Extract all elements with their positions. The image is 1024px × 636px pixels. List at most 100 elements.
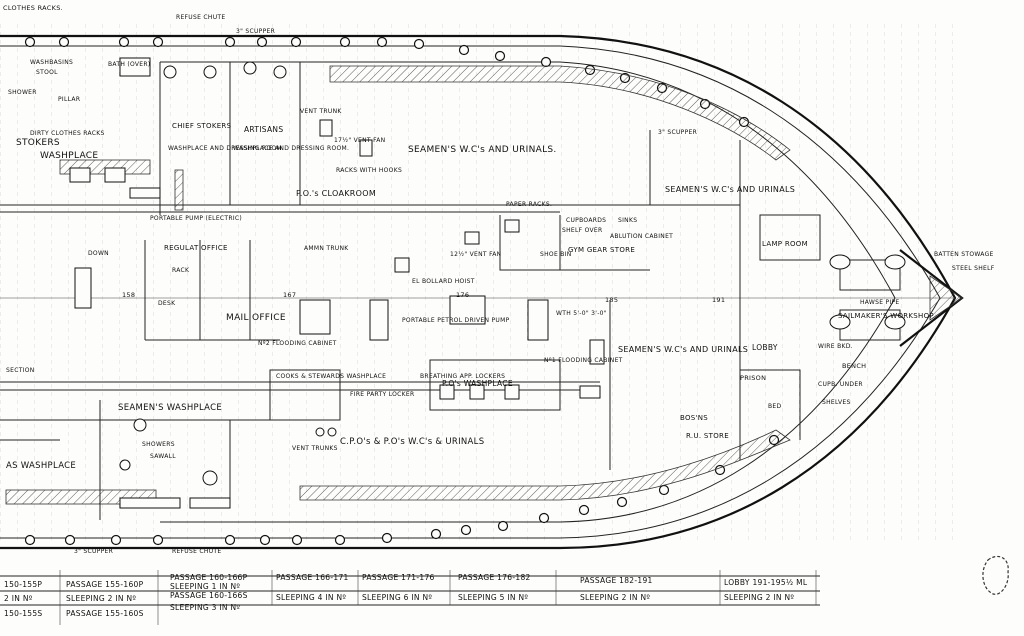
label-ru-store: R.U. STORE bbox=[686, 432, 729, 440]
footer-r2-c6: SLEEPING 5 IN Nº bbox=[458, 593, 528, 602]
label-paper-racks: PAPER RACKS. bbox=[506, 201, 552, 208]
label-washplace: WASHPLACE bbox=[40, 151, 98, 161]
footer-r1-c5: PASSAGE 171-176 bbox=[362, 573, 435, 582]
label-vent-trunks: VENT TRUNKS bbox=[292, 445, 338, 452]
label-seamens-wcs-lower: SEAMEN'S W.C's AND URINALS bbox=[618, 345, 748, 354]
footer-r2-c7: SLEEPING 2 IN Nº bbox=[580, 593, 650, 602]
footer-r2-c5: SLEEPING 6 IN Nº bbox=[362, 593, 432, 602]
label-dirty-clothes-racks: DIRTY CLOTHES RACKS bbox=[30, 130, 105, 137]
footer-r3-c3: PASSAGE 160-166S bbox=[170, 591, 248, 600]
label-cupboards: CUPBOARDS bbox=[566, 217, 606, 224]
label-down: DOWN bbox=[88, 250, 109, 257]
label-as-washplace: AS WASHPLACE bbox=[6, 461, 76, 471]
label-gym-gear-store: GYM GEAR STORE bbox=[568, 246, 635, 254]
label-frame-191: 191 bbox=[712, 296, 725, 304]
label-nt2-flooding-cabinet: Nº2 FLOODING CABINET bbox=[258, 340, 337, 347]
label-seamens-washplace: SEAMEN'S WASHPLACE bbox=[118, 403, 222, 413]
label-ablution-cabinet: ABLUTION CABINET bbox=[610, 233, 673, 240]
label-stool: STOOL bbox=[36, 69, 58, 76]
label-seamens-wcs-urinals: SEAMEN'S W.C's AND URINALS. bbox=[408, 145, 557, 155]
label-pos-cloakroom: P.O.'s CLOAKROOM bbox=[296, 189, 376, 198]
label-artisans-washplace: WASHPLACE AND DRESSING ROOM. bbox=[233, 145, 349, 152]
footer-r1-c3: PASSAGE 160-166P bbox=[170, 573, 248, 582]
label-desk: DESK bbox=[158, 300, 176, 307]
label-portable-pump: PORTABLE PUMP (ELECTRIC) bbox=[150, 215, 242, 222]
footer-r2-c4: SLEEPING 4 IN Nº bbox=[276, 593, 346, 602]
footer-r1-c6: PASSAGE 176-182 bbox=[458, 573, 531, 582]
footer-r3-c1: 150-155S bbox=[4, 609, 43, 618]
footer-r1-c8: LOBBY 191-195½ ML bbox=[724, 578, 808, 587]
label-pillar: PILLAR bbox=[58, 96, 80, 103]
label-steel-shelf: STEEL SHELF bbox=[952, 265, 995, 272]
label-pos-washplace: P.O's WASHPLACE bbox=[442, 379, 513, 388]
label-bench: BENCH bbox=[842, 362, 866, 370]
frame-grid bbox=[0, 20, 960, 540]
label-scupper-top: 3" SCUPPER bbox=[236, 28, 275, 35]
footer-r1-c2: PASSAGE 155-160P bbox=[66, 580, 144, 589]
label-racks-with-hooks: RACKS WITH HOOKS bbox=[336, 167, 402, 174]
label-cpos-pos-wcs: C.P.O's & P.O's W.C's & URINALS bbox=[340, 437, 484, 447]
label-clothes-racks: CLOTHES RACKS. bbox=[3, 4, 63, 12]
label-vent-fan: 17½" VENT FAN bbox=[334, 137, 385, 144]
footer-r3-c2: PASSAGE 155-160S bbox=[66, 609, 144, 618]
label-sailmakers-workshop: SAILMAKER'S WORKSHOP bbox=[838, 312, 934, 320]
label-lamp-room: LAMP ROOM bbox=[762, 240, 808, 248]
label-regulating-office: REGULAT OFFICE bbox=[164, 244, 228, 252]
footer-r2-c3: SLEEPING 1 IN Nº bbox=[170, 582, 240, 591]
label-chief-stokers: CHIEF STOKERS bbox=[172, 122, 232, 130]
footer-r1-c4: PASSAGE 166-171 bbox=[276, 573, 349, 582]
footer-r3-c4: SLEEPING 3 IN Nº bbox=[170, 603, 240, 612]
label-batten-stowage: BATTEN STOWAGE bbox=[934, 251, 994, 258]
label-sinks: SINKS bbox=[618, 217, 637, 224]
label-bosns: BOS'NS bbox=[680, 414, 708, 422]
bulkheads bbox=[0, 62, 901, 520]
label-ammn-trunk: AMMN TRUNK bbox=[304, 245, 349, 252]
label-cooks-stewards-washplace: COOKS & STEWARDS WASHPLACE bbox=[276, 373, 386, 380]
hull-outline bbox=[0, 34, 964, 550]
ink-blot bbox=[982, 555, 1009, 595]
label-fire-party-locker: FIRE PARTY LOCKER bbox=[350, 391, 414, 398]
label-bed: BED bbox=[768, 403, 782, 410]
label-shoe-bin: SHOE BIN bbox=[540, 251, 572, 258]
room-labels: CLOTHES RACKS. REFUSE CHUTE 3" SCUPPER W… bbox=[3, 4, 995, 555]
label-section: SECTION bbox=[6, 367, 35, 374]
label-portable-petrol-pump: PORTABLE PETROL DRIVEN PUMP bbox=[402, 317, 510, 324]
footer-r2-c8: SLEEPING 2 IN Nº bbox=[724, 593, 794, 602]
label-nt1-flooding-cabinet: Nº1 FLOODING CABINET bbox=[544, 357, 623, 364]
label-lobby: LOBBY bbox=[752, 343, 778, 352]
label-washbasins: WASHBASINS bbox=[30, 59, 73, 66]
label-shelves: SHELVES bbox=[822, 399, 851, 406]
label-frame-176: 176 bbox=[456, 291, 469, 299]
label-scupper-bottom: 3" SCUPPER bbox=[74, 548, 113, 555]
label-vent-trunk: VENT TRUNK bbox=[300, 108, 342, 115]
label-elbollard-hoist: EL BOLLARD HOIST bbox=[412, 278, 475, 285]
label-breathing-app-lockers: BREATHING APP. LOCKERS bbox=[420, 373, 505, 380]
passage-table: 150-155P PASSAGE 155-160P PASSAGE 160-16… bbox=[0, 570, 820, 625]
label-showers: SHOWERS bbox=[142, 441, 175, 448]
label-refuse-chute-top: REFUSE CHUTE bbox=[176, 14, 225, 21]
footer-r1-c7: PASSAGE 182-191 bbox=[580, 576, 653, 585]
label-scupper-fwd: 3" SCUPPER bbox=[658, 129, 697, 136]
footer-r1-c1: 150-155P bbox=[4, 580, 42, 589]
label-wth-door: WTH 5'-0" 3'-0" bbox=[556, 310, 607, 317]
label-prison: PRISON bbox=[740, 374, 766, 382]
label-rack: RACK bbox=[172, 267, 190, 274]
label-cupboard-under: CUPB. UNDER bbox=[818, 381, 863, 388]
label-stokers: STOKERS bbox=[16, 138, 60, 148]
label-frame-158: 158 bbox=[122, 291, 135, 299]
footer-r2-c1: 2 IN Nº bbox=[4, 594, 33, 603]
label-frame-185: 185 bbox=[605, 296, 618, 304]
label-bath-over: BATH (OVER) bbox=[108, 61, 151, 68]
footer-r2-c2: SLEEPING 2 IN Nº bbox=[66, 594, 136, 603]
label-hawse-pipe: HAWSE PIPE bbox=[860, 299, 900, 306]
label-mail-office: MAIL OFFICE bbox=[226, 313, 286, 323]
label-shower: SHOWER bbox=[8, 89, 37, 96]
label-stokers-washplace-dressing: WASHPLACE AND DRESSING ROOM bbox=[168, 145, 282, 152]
label-artisans: ARTISANS bbox=[244, 125, 283, 134]
label-shelf-over: SHELF OVER bbox=[562, 227, 603, 234]
label-frame-167: 167 bbox=[283, 291, 296, 299]
label-sawall: SAWALL bbox=[150, 453, 176, 460]
label-refuse-chute-bottom: REFUSE CHUTE bbox=[172, 548, 221, 555]
